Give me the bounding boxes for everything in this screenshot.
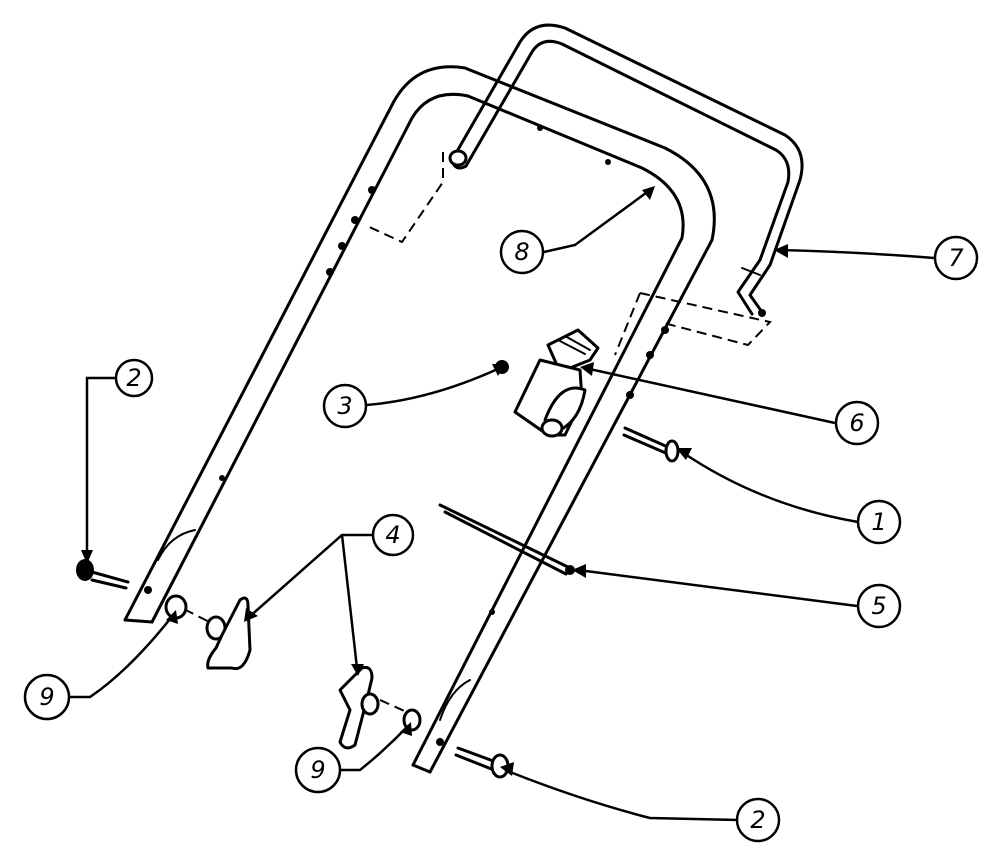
- bolt-bottom: [454, 746, 510, 779]
- wing-knob-lower: [338, 666, 380, 750]
- svg-text:9: 9: [39, 683, 54, 711]
- upper-handle: [448, 23, 804, 317]
- callout-6: 6: [834, 400, 880, 446]
- callout-9-lower: 9: [294, 746, 342, 794]
- svg-text:5: 5: [871, 592, 886, 620]
- alignment-lines: [169, 152, 772, 719]
- leader-lines: [70, 186, 935, 822]
- svg-text:7: 7: [948, 244, 964, 272]
- control-cable: [438, 503, 575, 576]
- svg-text:3: 3: [337, 392, 352, 420]
- callout-2-bottom: 2: [735, 797, 781, 843]
- callout-5: 5: [856, 583, 902, 629]
- svg-text:2: 2: [126, 364, 141, 392]
- svg-text:6: 6: [849, 409, 864, 437]
- lower-handle: [123, 65, 716, 774]
- callout-8: 8: [499, 229, 545, 275]
- wing-knob-upper: [205, 596, 252, 671]
- svg-text:9: 9: [310, 756, 325, 784]
- svg-text:4: 4: [385, 521, 400, 549]
- carriage-bolt-right: [622, 426, 680, 463]
- svg-text:1: 1: [871, 508, 886, 536]
- callout-7: 7: [933, 235, 979, 281]
- callout-9-upper: 9: [23, 673, 71, 721]
- callout-1: 1: [856, 499, 902, 545]
- bolt-left: [76, 559, 130, 590]
- svg-text:8: 8: [514, 238, 529, 266]
- callout-3: 3: [322, 383, 368, 429]
- callout-2-left: 2: [114, 358, 154, 398]
- callout-4: 4: [371, 513, 415, 557]
- cable-control: [513, 328, 600, 438]
- svg-text:2: 2: [750, 806, 765, 834]
